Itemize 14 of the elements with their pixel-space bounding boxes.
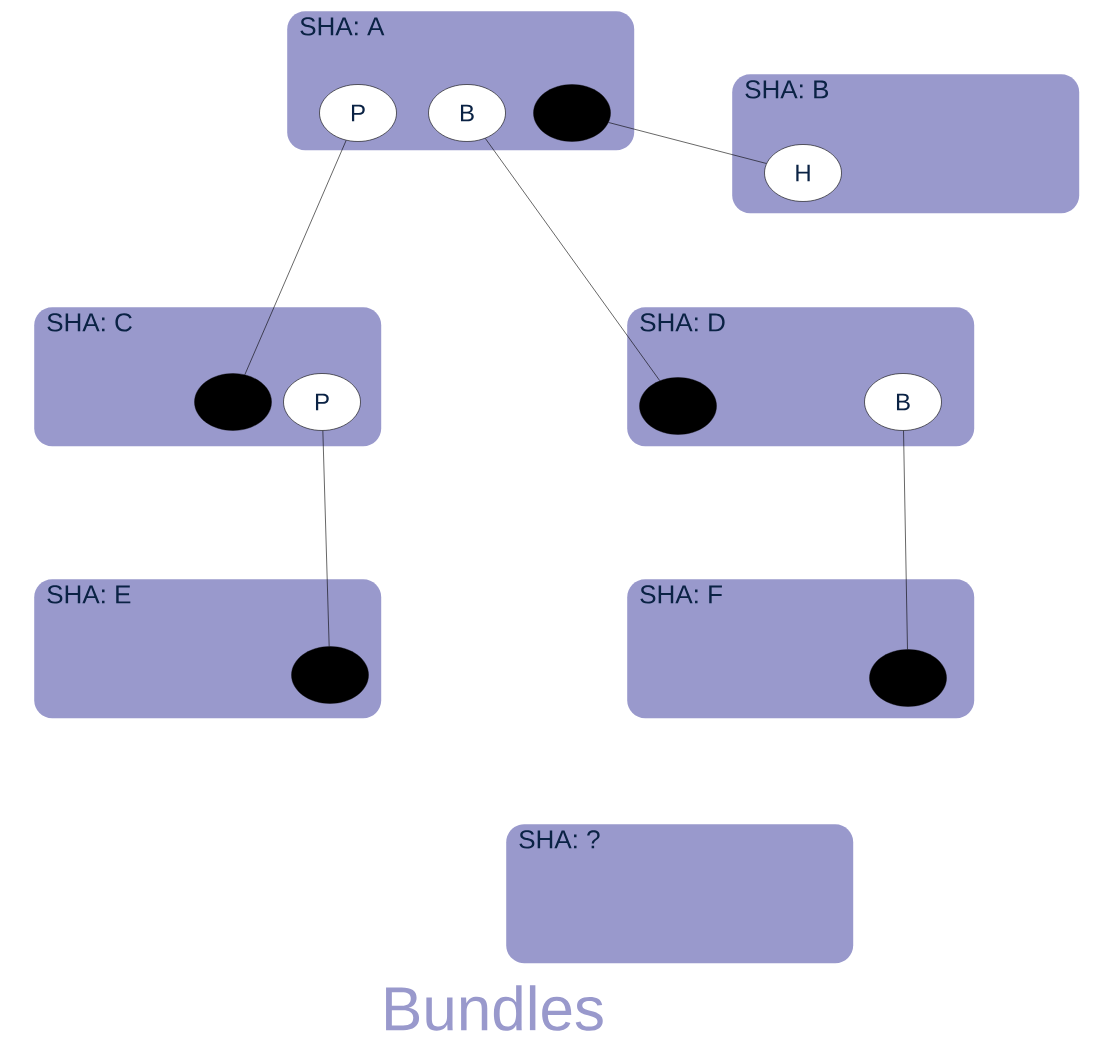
filled-ellipse — [533, 84, 611, 142]
filled-ellipse — [869, 649, 947, 707]
connector-line — [322, 430, 330, 647]
connector-line — [608, 122, 767, 164]
filled-ellipse — [639, 377, 717, 435]
filled-ellipse — [194, 373, 272, 431]
bundle-box: SHA: F — [627, 579, 975, 719]
filled-ellipse — [291, 646, 369, 704]
connector-line — [903, 430, 908, 650]
connector-line — [485, 138, 661, 381]
bundle-box: SHA: E — [34, 579, 382, 719]
title: Bundles — [386, 985, 603, 1031]
bundle-box: SHA: ? — [506, 824, 854, 964]
connector-line — [244, 140, 347, 375]
